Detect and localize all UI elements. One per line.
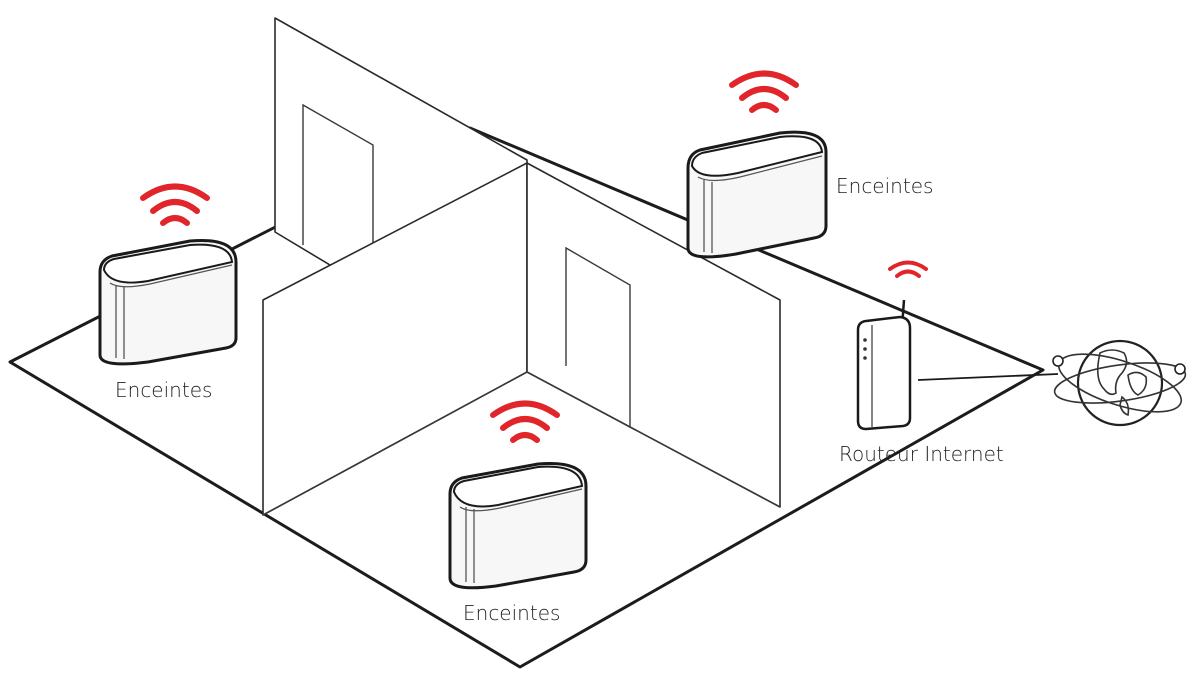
wifi-signal-icon <box>140 183 210 226</box>
center-right-doorway <box>565 246 631 428</box>
router-cable <box>917 373 1059 381</box>
speaker-top-right-label: Enceintes <box>836 174 933 198</box>
speaker-bottom: Enceintes <box>448 400 588 625</box>
speaker-icon <box>448 461 588 590</box>
speaker-icon <box>98 238 238 366</box>
router-icon <box>856 299 912 431</box>
wifi-signal-icon <box>729 70 799 113</box>
room-floor-edge-right <box>526 371 781 508</box>
back-left-wall-doorway <box>302 103 374 292</box>
speaker-bottom-label: Enceintes <box>463 601 560 625</box>
speaker-icon <box>686 130 828 259</box>
speaker-top-right: Enceintes <box>686 70 933 259</box>
globe-icon <box>1052 339 1187 427</box>
router-label: Routeur Internet <box>839 442 1004 466</box>
wifi-signal-icon <box>888 260 928 278</box>
room-floor-edge-left <box>262 371 528 516</box>
wifi-signal-icon <box>490 400 560 443</box>
center-walls <box>262 162 781 516</box>
router: Routeur Internet <box>839 260 1059 466</box>
speaker-left-label: Enceintes <box>115 378 212 402</box>
speaker-left: Enceintes <box>98 183 238 402</box>
